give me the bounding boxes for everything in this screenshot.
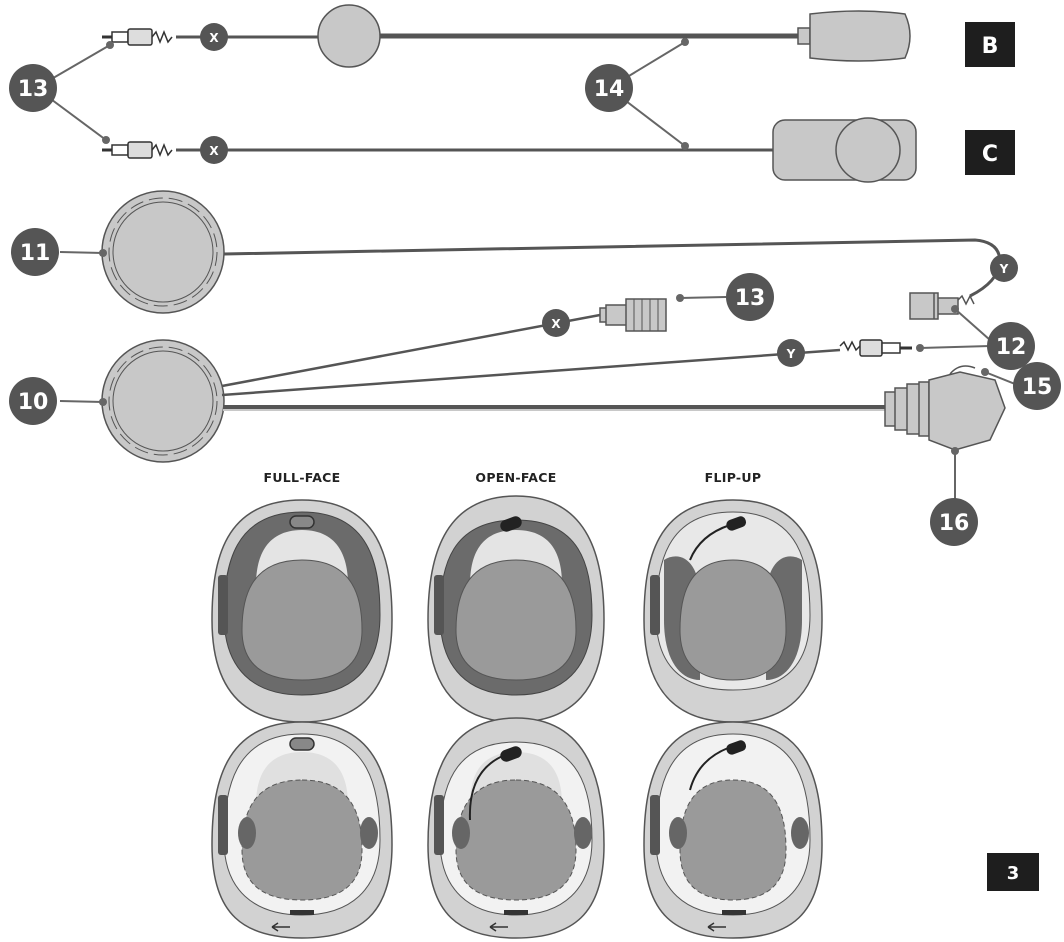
- heading-full-face: FULL-FACE: [264, 470, 341, 485]
- helmet-full-face-top: [211, 499, 393, 723]
- callout-15-label: 15: [1022, 375, 1053, 400]
- speaker-10-assembly: X Y: [101, 298, 1006, 463]
- connector-x-label: X: [209, 144, 219, 158]
- callout-14-label: 14: [594, 77, 625, 102]
- jack-plug-b: [102, 28, 173, 46]
- connector-x-badge: [200, 23, 228, 51]
- boom-mic-head: [809, 10, 911, 62]
- callout-12: 12: [916, 305, 1035, 370]
- socket-connector-12: [909, 292, 959, 320]
- variant-c-label: C: [982, 142, 998, 167]
- jack-plug-y: [839, 339, 912, 357]
- heading-flip-up: FLIP-UP: [705, 470, 762, 485]
- helmet-flip-up-bottom: [643, 721, 823, 939]
- mic-base-disc: [317, 4, 381, 68]
- helmet-full-face-bottom: [211, 721, 393, 939]
- speaker-11-assembly: Y: [101, 190, 1018, 320]
- callout-11-label: 11: [20, 241, 51, 266]
- page-number-box: [987, 853, 1039, 891]
- socket-connector-13: [599, 298, 667, 332]
- speaker-10: [101, 339, 225, 463]
- page-number: 3: [1007, 863, 1020, 884]
- speaker-11: [101, 190, 225, 314]
- helmet-open-face-bottom: [427, 717, 605, 939]
- jack-plug-c: [102, 141, 173, 159]
- variant-b-label: B: [982, 34, 999, 59]
- callout-10: 10: [9, 377, 107, 425]
- connector-y-badge: [777, 339, 805, 367]
- callout-11: 11: [11, 228, 107, 276]
- connector-x-label: X: [209, 31, 219, 45]
- callout-10-label: 10: [18, 390, 49, 415]
- helmet-open-face-top: [427, 495, 605, 723]
- callout-13-label: 13: [18, 77, 49, 102]
- callout-13-mid: 13: [676, 273, 774, 321]
- callout-15: 15: [981, 362, 1061, 410]
- connector-x-label: X: [551, 317, 561, 331]
- heading-open-face: OPEN-FACE: [475, 470, 556, 485]
- connector-y-label: Y: [999, 262, 1009, 276]
- variant-c-box: [965, 130, 1015, 175]
- callout-12-label: 12: [996, 335, 1027, 360]
- control-module: [884, 365, 1006, 451]
- wired-mic-head: [835, 117, 901, 183]
- boom-microphone-assembly: X B: [102, 4, 1015, 68]
- connector-x-badge: [200, 136, 228, 164]
- wired-microphone-assembly: X C: [102, 117, 1015, 183]
- connector-x-badge: [542, 309, 570, 337]
- callout-16-label: 16: [939, 511, 970, 536]
- connector-y-label: Y: [786, 347, 796, 361]
- connector-y-badge: [990, 254, 1018, 282]
- helmet-flip-up-top: [643, 499, 823, 723]
- control-body: [928, 371, 1006, 451]
- callout-13-top: 13: [9, 41, 114, 144]
- callout-14: 14: [585, 38, 689, 150]
- callout-16: 16: [930, 447, 978, 546]
- variant-b-box: [965, 22, 1015, 67]
- callout-13-label: 13: [735, 286, 766, 311]
